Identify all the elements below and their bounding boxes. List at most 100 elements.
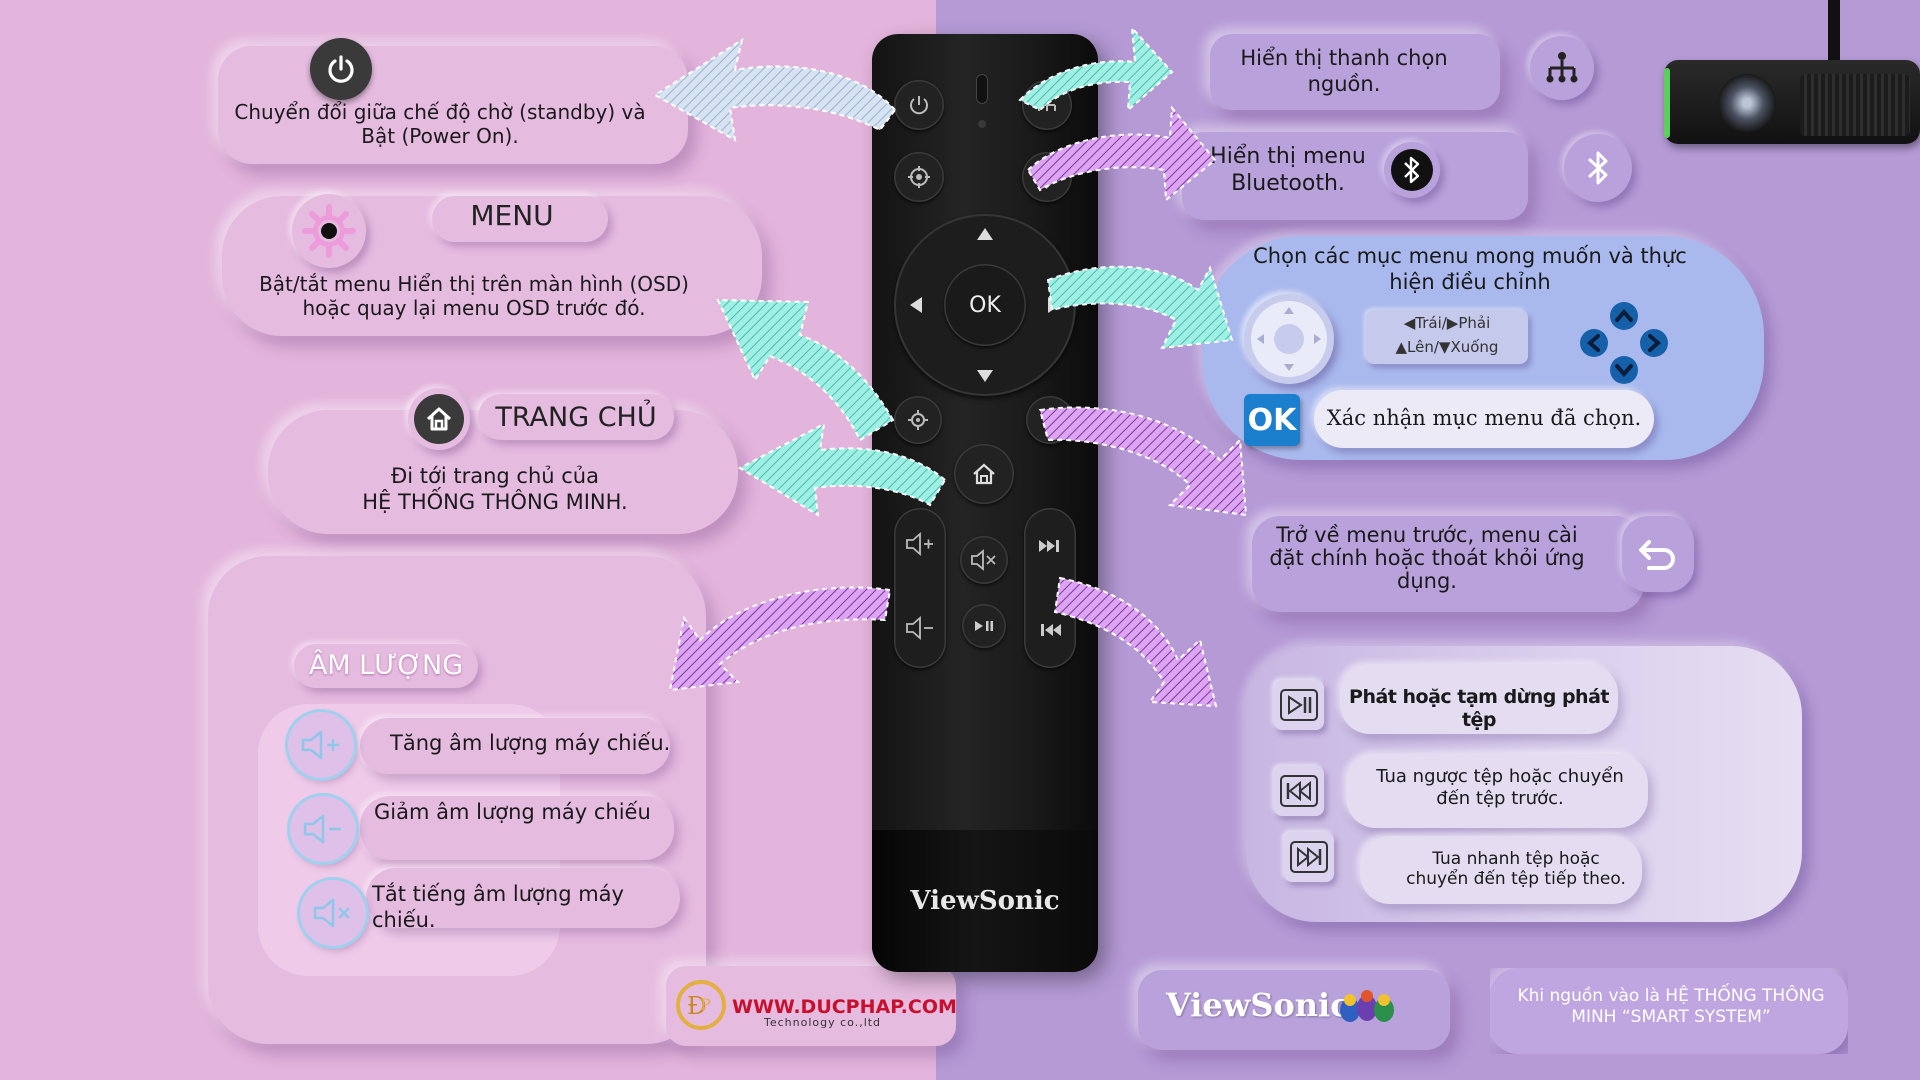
- menu-description: Bật/tắt menu Hiển thị trên màn hình (OSD…: [259, 272, 689, 321]
- fast-forward-icon: [1039, 540, 1059, 552]
- power-card: [218, 46, 688, 164]
- remote-track-rocker[interactable]: [1024, 508, 1076, 668]
- nav-legend-line1: ◀Trái/▶Phải: [1403, 314, 1491, 332]
- next-pill: [1360, 836, 1642, 904]
- home-description-line2: HỆ THỐNG THÔNG MINH.: [362, 490, 628, 514]
- dpad-arrows-icon: [1578, 300, 1670, 384]
- power-icon: [328, 55, 354, 83]
- mute-label: Tắt tiếng âm lượng máy chiếu.: [372, 882, 624, 932]
- ok-badge-label: OK: [1247, 402, 1297, 438]
- volume-up-pill: [360, 718, 670, 774]
- volume-title-pill: [294, 644, 478, 688]
- remote-ok-label: OK: [969, 292, 1001, 318]
- rewind-icon: [1280, 775, 1318, 807]
- remote-led: [978, 120, 986, 128]
- home-icon: [973, 463, 995, 485]
- ok-description-pill: [1314, 390, 1654, 448]
- volume-up-icon: [301, 730, 339, 760]
- projector-image: [1664, 0, 1920, 144]
- rewind-icon: [1041, 624, 1061, 636]
- rewind-button[interactable]: [1274, 766, 1324, 816]
- home-icon-button[interactable]: [408, 388, 470, 450]
- back-description: Trở về menu trước, menu cài đặt chính ho…: [1269, 523, 1585, 594]
- menu-title: MENU: [470, 199, 554, 232]
- back-card: [1252, 516, 1644, 612]
- nav-description: Chọn các mục menu mong muốn và thực hiện…: [1253, 244, 1687, 294]
- bluetooth-card: [1182, 132, 1528, 220]
- bluetooth-icon: [1404, 156, 1420, 184]
- fast-forward-button[interactable]: [1284, 832, 1334, 882]
- bluetooth-inner-button: [1384, 142, 1440, 198]
- mute-icon: [313, 898, 350, 928]
- footer-logo-sub: Technology co.,ltd: [764, 1016, 882, 1029]
- remote-settings-button[interactable]: [894, 396, 942, 444]
- svg-text:Đ: Đ: [687, 992, 706, 1020]
- home-description-line1: Đi tới trang chủ của: [391, 464, 599, 488]
- gear-icon: [302, 204, 356, 258]
- play-pause-button[interactable]: [1274, 680, 1324, 730]
- remote-bottom-panel: [872, 830, 1098, 972]
- gear-icon: [908, 410, 928, 430]
- volume-up-button[interactable]: [288, 712, 354, 778]
- menu-title-pill: [432, 196, 608, 242]
- menu-gear-button[interactable]: [292, 194, 366, 268]
- home-title: TRANG CHỦ: [495, 402, 657, 433]
- volume-down-pill: [360, 796, 674, 860]
- brand-card: [1138, 970, 1450, 1050]
- bluetooth-icon: [1587, 151, 1608, 185]
- source-description: Hiển thị thanh chọn nguồn.: [1240, 46, 1448, 96]
- remote-power-button[interactable]: [894, 80, 944, 130]
- source-button[interactable]: [1530, 36, 1594, 100]
- home-icon: [426, 407, 452, 431]
- mute-button[interactable]: [300, 880, 366, 946]
- ok-badge[interactable]: OK: [1244, 394, 1300, 446]
- remote-back-button[interactable]: [1026, 396, 1074, 444]
- remote-brand: ViewSonic: [910, 886, 1060, 916]
- smart-note-card: [1490, 968, 1848, 1054]
- back-button[interactable]: [1622, 516, 1694, 592]
- brand-logo-text: ViewSonic: [1166, 986, 1350, 1024]
- remote-ir-sensor: [976, 74, 988, 104]
- focus-icon: [908, 166, 930, 188]
- remote-mute-button[interactable]: [960, 536, 1008, 584]
- power-icon: [910, 96, 928, 115]
- volume-up-icon: [906, 532, 933, 556]
- remote-source-button[interactable]: [1022, 80, 1072, 130]
- remote-focus-button[interactable]: [894, 152, 944, 202]
- volume-down-button[interactable]: [290, 796, 356, 862]
- play-pill: [1340, 664, 1618, 734]
- play-description: Phát hoặc tạm dừng phát tệp: [1349, 686, 1609, 732]
- play-pause-icon: [975, 621, 993, 631]
- bluetooth-button[interactable]: [1564, 134, 1632, 202]
- home-title-pill: [478, 394, 674, 440]
- prev-description: Tua ngược tệp hoặc chuyển đến tệp trước.: [1376, 766, 1624, 809]
- nav-legend-box: [1366, 310, 1528, 364]
- remote-play-pause-button[interactable]: [962, 604, 1006, 648]
- power-icon-button[interactable]: [310, 38, 372, 100]
- volume-title: ÂM LƯỢNG: [308, 650, 464, 681]
- fast-forward-icon: [1290, 841, 1328, 873]
- dpad-button[interactable]: [1244, 294, 1334, 384]
- svg-text:P: P: [700, 995, 711, 1014]
- ducphap-logo-icon: ĐP: [687, 992, 711, 1020]
- volume-down-icon: [906, 616, 933, 640]
- remote-ok-button[interactable]: OK: [944, 264, 1026, 346]
- volume-down-label: Giảm âm lượng máy chiếu: [374, 800, 651, 824]
- viewsonic-birds-icon: [1338, 986, 1396, 1026]
- volume-down-icon: [303, 814, 341, 844]
- back-icon: [1043, 424, 1057, 426]
- mute-pill: [366, 868, 680, 928]
- play-pause-icon: [1280, 689, 1318, 721]
- bluetooth-description: Hiển thị menu Bluetooth.: [1210, 144, 1366, 196]
- source-card: [1210, 34, 1500, 110]
- remote-volume-rocker[interactable]: [894, 508, 946, 668]
- remote-bluetooth-button[interactable]: [1022, 152, 1072, 202]
- footer-logo-url[interactable]: WWW.DUCPHAP.COM: [732, 996, 957, 1018]
- ok-description: Xác nhận mục menu đã chọn.: [1326, 406, 1642, 430]
- back-icon: [1639, 540, 1675, 570]
- volume-up-label: Tăng âm lượng máy chiếu.: [390, 731, 671, 755]
- smart-note-text: Khi nguồn vào là HỆ THỐNG THÔNG MINH “SM…: [1517, 986, 1825, 1027]
- mute-icon: [971, 549, 996, 571]
- remote-home-button[interactable]: [954, 444, 1014, 504]
